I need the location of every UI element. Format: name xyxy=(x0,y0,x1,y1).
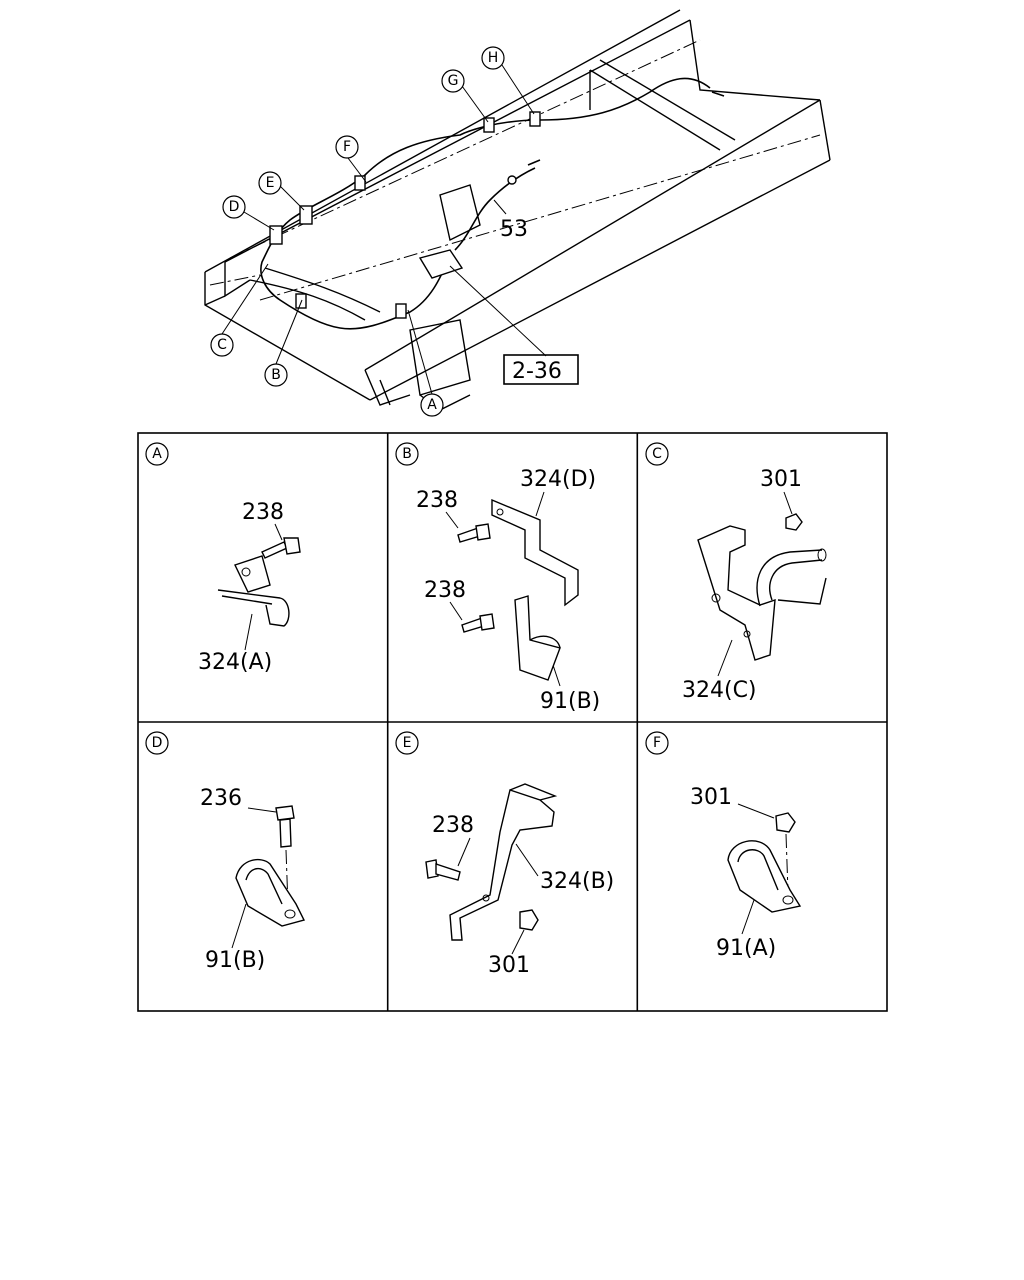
part-number-53: 53 xyxy=(500,217,528,242)
panel-letter: F xyxy=(653,735,661,751)
detail-panel-f: F 301 91(A) xyxy=(645,731,802,961)
part-label-324a: 324(A) xyxy=(198,650,272,675)
part-label-301: 301 xyxy=(690,785,732,810)
callout-circle-f: F xyxy=(335,135,359,159)
part-label-238: 238 xyxy=(432,813,474,838)
detail-panel-d: D 236 91(B) xyxy=(145,731,306,973)
callout-circle-h: H xyxy=(481,46,505,70)
chassis-frame-drawing xyxy=(204,9,831,411)
reference-label: 2-36 xyxy=(512,359,562,384)
callout-circle-c: C xyxy=(210,333,234,357)
detail-panel-c: C 301 324(C) xyxy=(645,442,827,703)
reference-box-2-36: 2-36 xyxy=(503,354,579,385)
brake-cable-routing xyxy=(260,77,725,330)
callout-letter: H xyxy=(488,50,499,66)
callout-letter: F xyxy=(343,139,351,155)
callout-circle-b: B xyxy=(264,363,288,387)
callout-letter: C xyxy=(217,337,227,353)
part-label-324c: 324(C) xyxy=(682,678,757,703)
callout-letter: E xyxy=(266,175,275,191)
callout-circle-g: G xyxy=(441,69,465,93)
callout-letter: G xyxy=(448,73,459,89)
panel-letter: A xyxy=(152,446,162,462)
part-label-91a: 91(A) xyxy=(716,936,776,961)
callout-circle-d: D xyxy=(222,195,246,219)
callout-letter: A xyxy=(427,397,437,413)
panel-letter: B xyxy=(402,446,412,462)
part-label-236: 236 xyxy=(200,786,242,811)
panel-letter: D xyxy=(152,735,163,751)
detail-panel-b: B 324(D) 238 238 91(B) xyxy=(395,442,600,714)
part-label-238-lower: 238 xyxy=(424,578,466,603)
part-label-301: 301 xyxy=(488,953,530,978)
part-label-301: 301 xyxy=(760,467,802,492)
panel-letter: C xyxy=(652,446,662,462)
part-label-91b: 91(B) xyxy=(205,948,265,973)
part-label-238-upper: 238 xyxy=(416,488,458,513)
callout-circle-e: E xyxy=(258,171,282,195)
callout-letter: B xyxy=(271,367,281,383)
callout-letter: D xyxy=(229,199,240,215)
callout-circle-a: A xyxy=(420,393,444,417)
detail-grid xyxy=(137,432,888,1012)
detail-panel-a: A 238 324(A) xyxy=(145,442,301,675)
part-label-324b: 324(B) xyxy=(540,869,614,894)
panel-letter: E xyxy=(403,735,412,751)
part-label-324d: 324(D) xyxy=(520,467,596,492)
part-label-91b: 91(B) xyxy=(540,689,600,714)
part-label-238: 238 xyxy=(242,500,284,525)
detail-panel-e: E 238 324(B) 301 xyxy=(395,731,614,978)
callout-leaders xyxy=(221,61,547,395)
